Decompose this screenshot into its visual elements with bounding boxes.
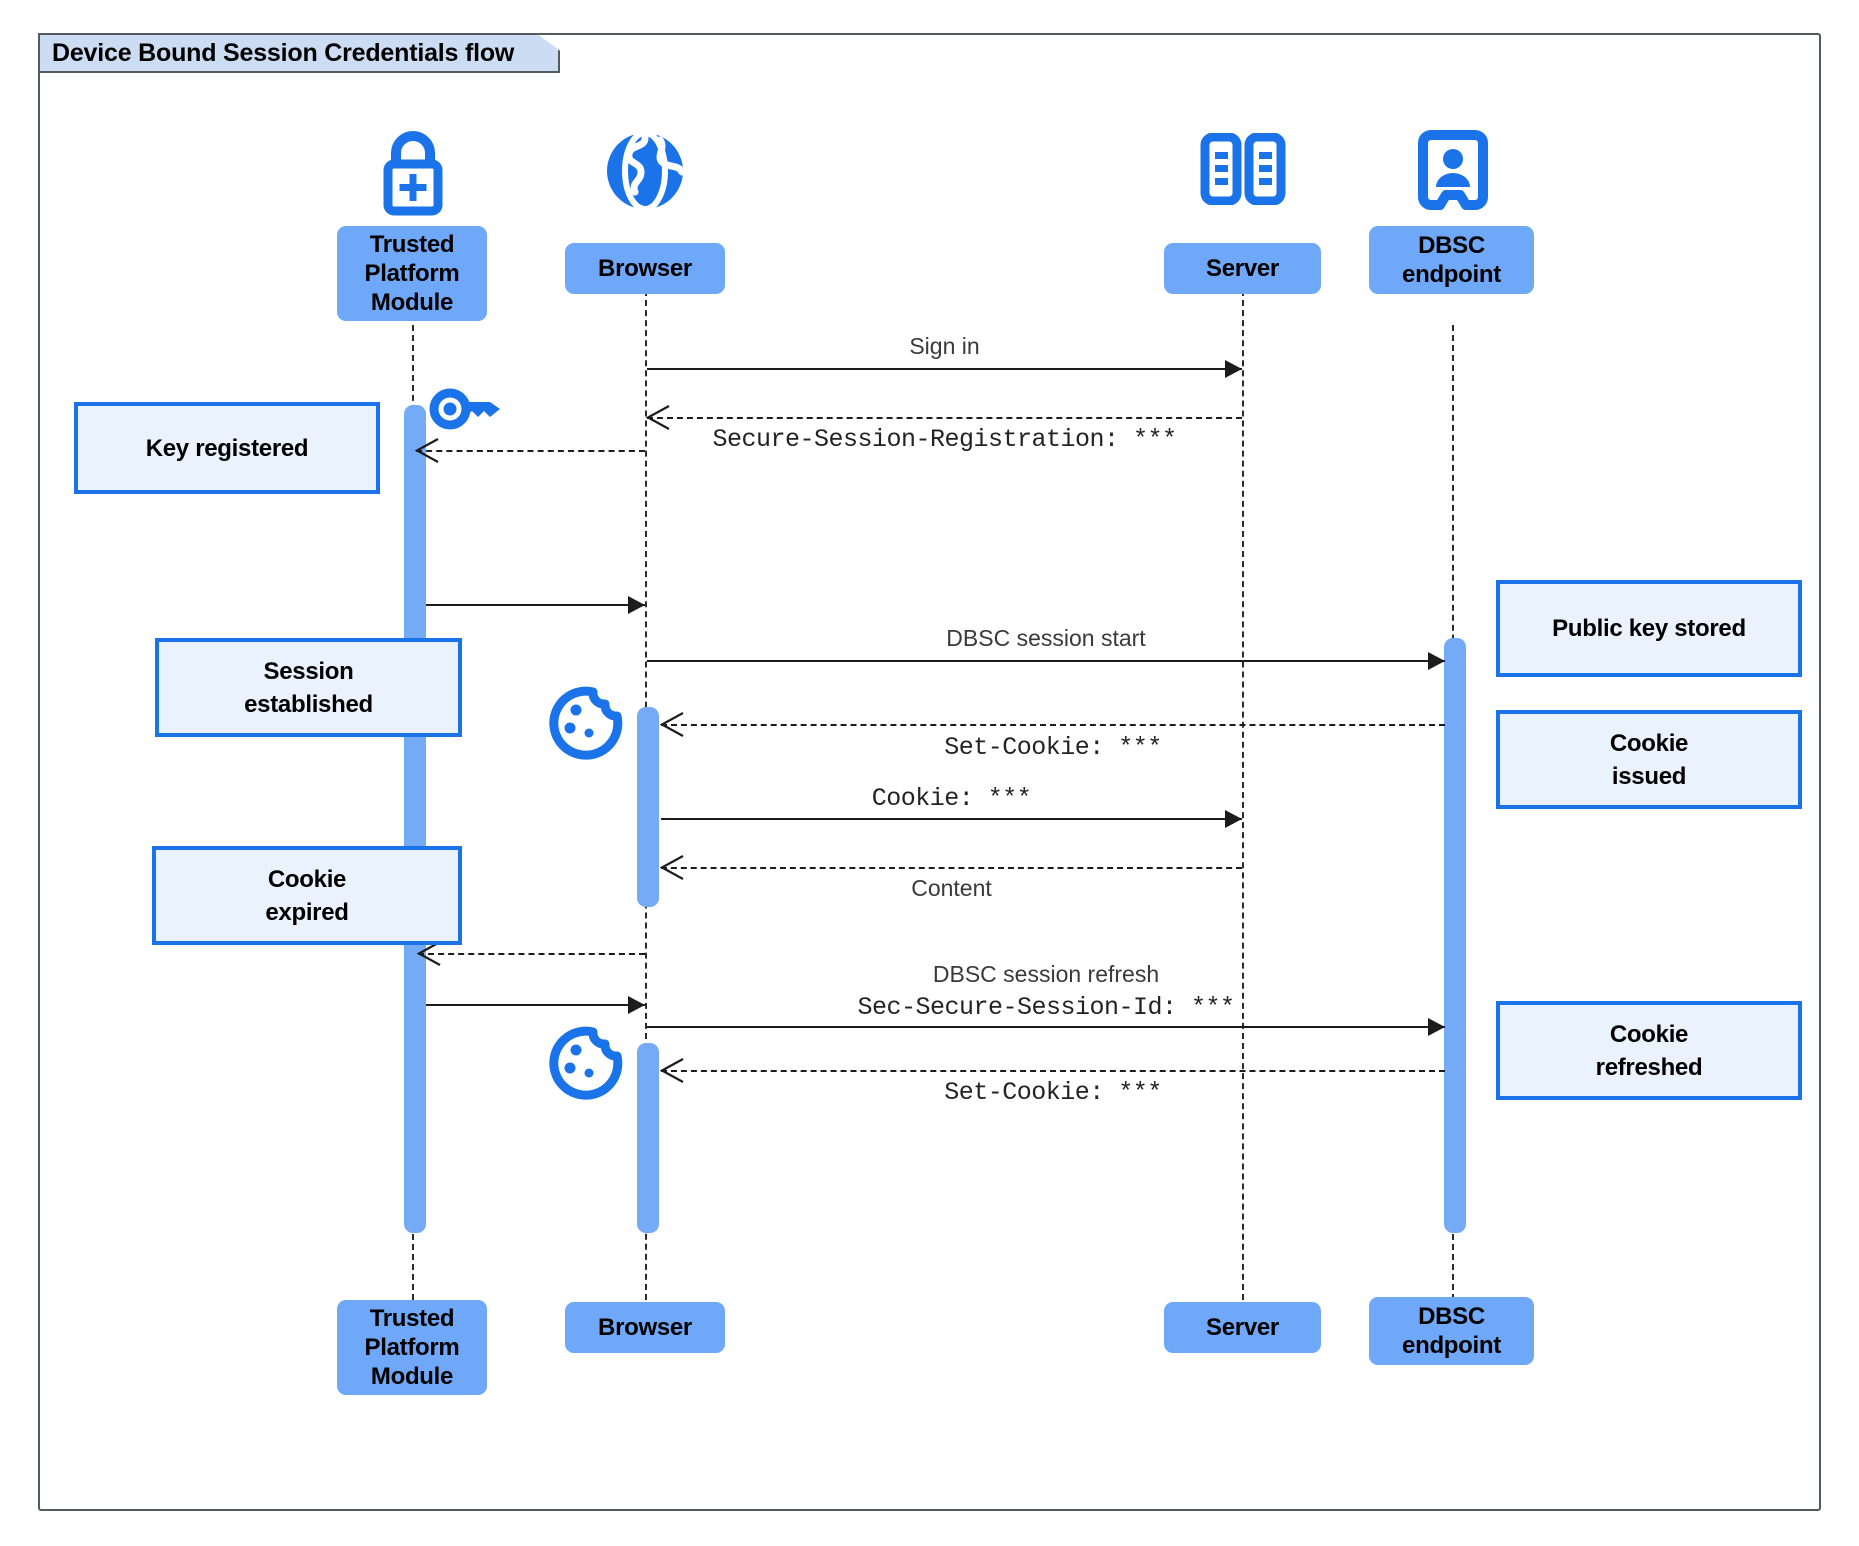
participant-dbsc-top[interactable]: DBSC endpoint [1369, 226, 1534, 294]
note-text: Key registered [145, 434, 309, 462]
message-label-dbsc-session-start: DBSC session start [946, 625, 1146, 651]
arrowhead-filled-icon [1428, 652, 1445, 670]
participant-server-bottom[interactable]: Server [1164, 1302, 1321, 1353]
note-text: Session established [244, 657, 373, 718]
message-label-cookie: Cookie: *** [871, 784, 1032, 813]
participant-server-top[interactable]: Server [1164, 243, 1321, 294]
message-line [647, 660, 1445, 662]
lock-plus-icon [370, 128, 456, 223]
note-text: Public key stored [1552, 615, 1746, 642]
arrowhead-open-icon [416, 940, 442, 973]
note-session-established: Session established [155, 638, 462, 737]
participant-label: Browser [598, 255, 692, 282]
cookie-icon [546, 684, 624, 767]
note-text: Cookie refreshed [1595, 1020, 1703, 1081]
arrowhead-open-icon [414, 437, 440, 470]
message-label-set-cookie-2: Set-Cookie: *** [944, 1078, 1162, 1107]
cookie-icon [546, 1024, 624, 1107]
message-line [661, 724, 1445, 726]
message-line [416, 450, 645, 452]
participant-label: Trusted Platform Module [364, 231, 460, 316]
message-label-secure-session-registration: Secure-Session-Registration: *** [712, 425, 1177, 454]
arrowhead-open-icon [645, 404, 671, 437]
message-line [647, 417, 1242, 419]
message-label-dbsc-session-refresh: DBSC session refresh [932, 961, 1160, 987]
message-label-content: Content [911, 875, 992, 901]
note-key-registered: Key registered [74, 402, 380, 494]
note-cookie-refreshed: Cookie refreshed [1496, 1001, 1802, 1100]
message-line [661, 1070, 1445, 1072]
arrowhead-filled-icon [628, 996, 645, 1014]
diagram-title: Device Bound Session Credentials flow [38, 33, 560, 73]
arrowhead-filled-icon [1225, 360, 1242, 378]
participant-label: Server [1206, 255, 1279, 282]
arrowhead-open-icon [659, 711, 685, 744]
globe-icon [602, 128, 688, 219]
arrowhead-filled-icon [1428, 1018, 1445, 1036]
message-line [426, 604, 645, 606]
note-public-key-stored: Public key stored [1496, 580, 1802, 677]
activation-dbsc [1444, 638, 1466, 1233]
key-icon [428, 382, 508, 441]
participant-label: Server [1206, 1314, 1279, 1341]
activation-browser-1 [637, 707, 659, 907]
participant-tpm-bottom[interactable]: Trusted Platform Module [337, 1300, 487, 1395]
participant-browser-top[interactable]: Browser [565, 243, 725, 294]
note-cookie-issued: Cookie issued [1496, 710, 1802, 809]
arrowhead-filled-icon [628, 596, 645, 614]
note-text: Cookie issued [1609, 729, 1689, 790]
message-line [647, 368, 1242, 370]
message-line [661, 867, 1242, 869]
participant-label: DBSC endpoint [1402, 232, 1501, 288]
arrowhead-filled-icon [1225, 810, 1242, 828]
note-text: Cookie expired [265, 865, 349, 926]
message-label-sign-in: Sign in [909, 333, 980, 359]
participant-browser-bottom[interactable]: Browser [565, 1302, 725, 1353]
activation-tpm [404, 405, 426, 1233]
note-cookie-expired: Cookie expired [152, 846, 462, 945]
message-line [418, 953, 645, 955]
message-line [647, 1026, 1445, 1028]
participant-label: Browser [598, 1314, 692, 1341]
lifeline-server [1242, 290, 1244, 1300]
participant-tpm-top[interactable]: Trusted Platform Module [337, 226, 487, 321]
message-line [661, 818, 1242, 820]
arrowhead-open-icon [659, 1057, 685, 1090]
message-label-sec-secure-session-id: Sec-Secure-Session-Id: *** [857, 993, 1235, 1022]
activation-browser-2 [637, 1043, 659, 1233]
participant-label: DBSC endpoint [1402, 1303, 1501, 1359]
message-line [426, 1004, 645, 1006]
arrowhead-open-icon [659, 854, 685, 887]
participant-label: Trusted Platform Module [364, 1305, 460, 1390]
message-label-set-cookie-1: Set-Cookie: *** [944, 733, 1162, 762]
server-rack-icon [1198, 132, 1288, 210]
id-badge-icon [1418, 130, 1488, 215]
participant-dbsc-bottom[interactable]: DBSC endpoint [1369, 1297, 1534, 1365]
